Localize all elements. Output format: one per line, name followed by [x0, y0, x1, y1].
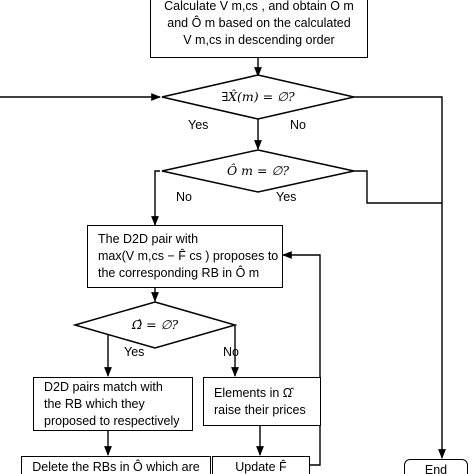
process-delete-line1: Delete the RBs in Ô which are — [32, 460, 200, 474]
process-raise-line1: Elements in Ω̂ — [214, 385, 293, 400]
branch-label-x-no: No — [290, 118, 306, 132]
terminal-end-label: End — [424, 463, 448, 474]
decision-omega-label: Ω̂ = ∅? — [131, 317, 179, 332]
branch-label-om-yes: Yes — [276, 190, 297, 204]
decision-x-label: ∃X̂(m) = ∅? — [221, 89, 295, 104]
process-delete-box: Delete the RBs in Ô which are — [21, 456, 211, 474]
process-raise-line2: raise their prices — [214, 402, 306, 417]
process-match-box: D2D pairs match with the RB which they p… — [33, 377, 193, 431]
process-calculate-box: Calculate V m,cs , and obtain O m and Ô … — [150, 0, 368, 58]
process-match-line1: D2D pairs match with — [44, 379, 163, 394]
process-match-line3: proposed to respectively — [44, 413, 180, 428]
process-calculate-line1: Calculate V m,cs , and obtain O m — [164, 0, 354, 13]
decision-om-label: Ô m = ∅? — [226, 163, 290, 178]
decision-omega-shape — [72, 301, 238, 349]
process-match-line2: the RB which they — [44, 396, 145, 411]
process-propose-line1: The D2D pair with — [98, 232, 199, 246]
branch-label-x-yes: Yes — [188, 118, 209, 132]
branch-label-omega-yes: Yes — [124, 345, 145, 359]
branch-label-om-no: No — [176, 190, 192, 204]
branch-label-omega-no: No — [223, 345, 239, 359]
decision-x-shape — [161, 74, 355, 120]
decision-om-shape — [161, 149, 355, 193]
process-propose-line2: max(V m,cs − F̂ cs ) proposes to — [98, 249, 279, 263]
arrow-x-no — [354, 96, 446, 459]
arrow-om-no — [151, 170, 160, 226]
arrow-om-yes — [354, 170, 442, 204]
process-calculate-line3: V m,cs in descending order — [183, 32, 335, 47]
process-propose-line3: the corresponding RB in Ô m — [98, 266, 260, 280]
process-propose-box: The D2D pair with max(V m,cs − F̂ cs ) p… — [87, 225, 283, 288]
process-update-line1: Update F̂ — [235, 460, 287, 474]
process-calculate-line2: and Ô m based on the calculated — [167, 15, 351, 30]
terminal-end-box: End — [404, 459, 468, 474]
arrow-update-loop — [282, 251, 321, 466]
process-raise-box: Elements in Ω̂ raise their prices — [203, 377, 321, 426]
process-update-box: Update F̂ — [212, 456, 310, 474]
